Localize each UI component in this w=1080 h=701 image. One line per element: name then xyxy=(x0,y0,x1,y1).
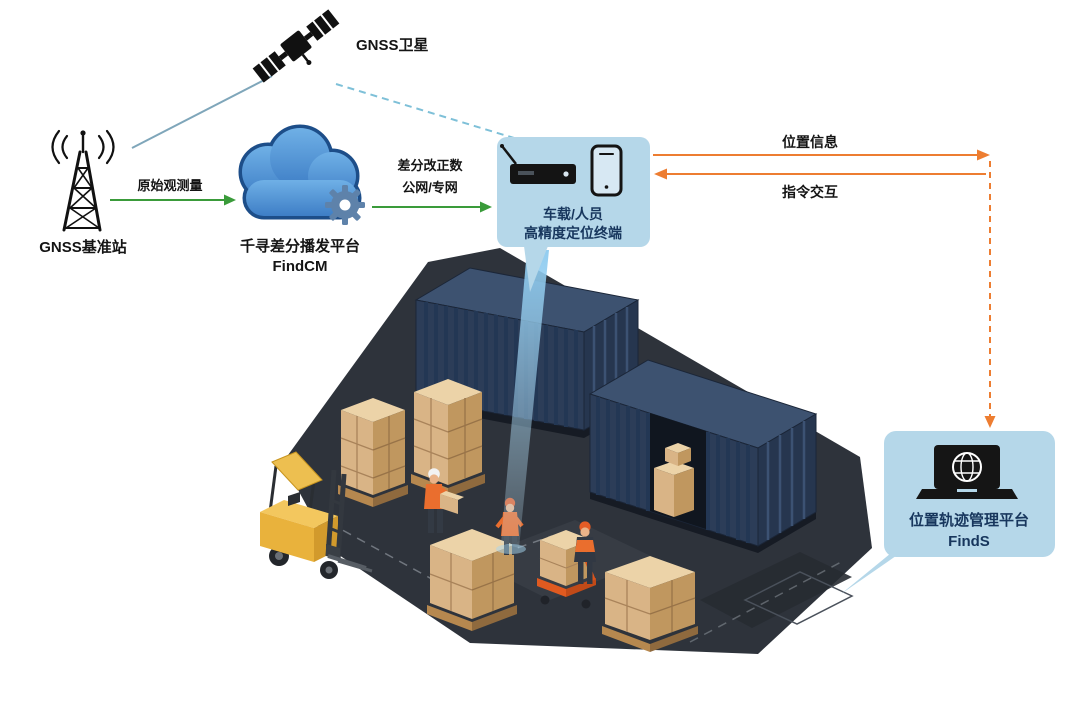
platform-node: 位置轨迹管理平台 FindS xyxy=(841,431,1055,594)
pallet-stack-3 xyxy=(427,529,517,631)
satellite-icon xyxy=(252,9,340,83)
pallet-stack-1 xyxy=(338,398,408,507)
edge-position-label: 位置信息 xyxy=(782,134,838,150)
edge-command-label: 指令交互 xyxy=(782,184,838,200)
smartphone-icon xyxy=(590,144,623,197)
edge-position-info: 位置信息 xyxy=(653,134,996,428)
shipping-container-2 xyxy=(588,359,818,553)
boxes-inside-container xyxy=(654,443,694,517)
base-station-label: GNSS基准站 xyxy=(39,238,127,256)
pallet-stack-4 xyxy=(602,556,698,652)
receiver-box-icon xyxy=(500,144,576,184)
platform-label-line1: 位置轨迹管理平台 xyxy=(909,511,1029,529)
positioning-beam xyxy=(496,250,549,554)
warehouse-illustration xyxy=(260,248,872,654)
terminal-label-line2: 高精度定位终端 xyxy=(524,225,622,241)
edge-correction: 差分改正数 公网/专网 xyxy=(372,158,492,213)
satellite-links xyxy=(131,75,515,149)
forklift-icon xyxy=(260,451,373,579)
edge-raw-observation: 原始观测量 xyxy=(110,178,236,206)
gear-icon xyxy=(325,185,365,225)
terminal-label-line1: 车载/人员 xyxy=(543,206,603,222)
platform-label-line2: FindS xyxy=(948,533,990,550)
cloud-label: 千寻差分播发平台 xyxy=(240,237,360,255)
pallet-stack-2 xyxy=(411,379,485,497)
cloud-icon xyxy=(238,124,365,225)
worker-icon-3 xyxy=(574,521,596,584)
edge-raw-label: 原始观测量 xyxy=(137,178,202,193)
laptop-globe-icon xyxy=(916,445,1018,499)
edge-command: 指令交互 xyxy=(654,168,986,200)
edge-correction-label1: 差分改正数 xyxy=(397,158,463,173)
cloud-product-label: FindCM xyxy=(273,258,328,275)
satellite-label: GNSS卫星 xyxy=(356,37,429,54)
worker-icon-1 xyxy=(424,468,464,533)
edge-correction-label2: 公网/专网 xyxy=(402,180,458,195)
terminal-node: 车载/人员 高精度定位终端 xyxy=(497,137,650,292)
radio-tower-icon xyxy=(51,129,115,232)
